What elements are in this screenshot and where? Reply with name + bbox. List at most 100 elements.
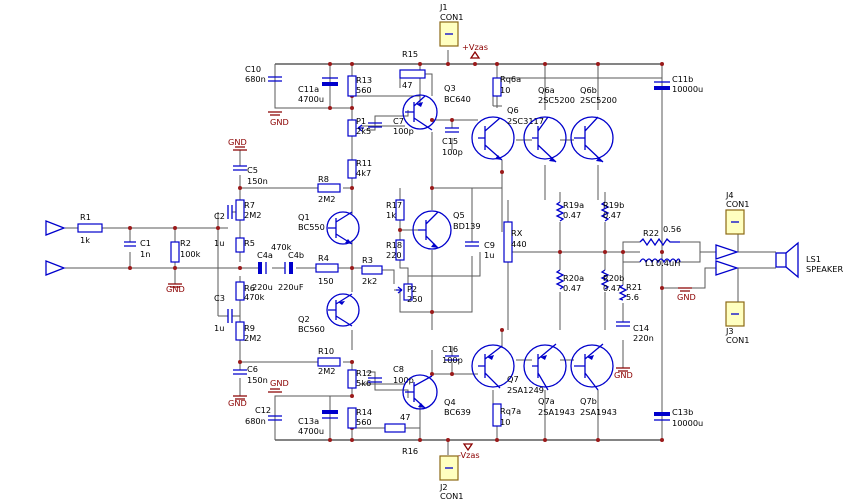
svg-text:BC560: BC560	[298, 324, 325, 334]
svg-text:R21: R21	[626, 282, 642, 292]
svg-text:C1: C1	[140, 238, 151, 248]
ls1-type: SPEAKER	[806, 264, 843, 274]
svg-text:R4: R4	[318, 253, 329, 263]
svg-text:Rq7a: Rq7a	[500, 406, 521, 416]
svg-text:Q7: Q7	[507, 374, 519, 384]
svg-text:47: 47	[402, 80, 412, 90]
svg-text:4700u: 4700u	[298, 94, 324, 104]
svg-text:BC639: BC639	[444, 407, 471, 417]
svg-text:C5: C5	[247, 165, 258, 175]
svg-text:1n: 1n	[140, 249, 150, 259]
svg-text:440: 440	[511, 239, 527, 249]
svg-text:2SC3117: 2SC3117	[507, 116, 544, 126]
svg-text:2M2: 2M2	[318, 194, 335, 204]
svg-text:2SA1943: 2SA1943	[580, 407, 617, 417]
svg-text:R17: R17	[386, 200, 402, 210]
svg-text:BC550: BC550	[298, 222, 325, 232]
wires	[65, 50, 760, 455]
j4-ref: J4	[725, 190, 734, 200]
j3-ref: J3	[725, 326, 734, 336]
svg-text:RX: RX	[511, 228, 523, 238]
svg-text:1u: 1u	[484, 250, 494, 260]
svg-text:2SC5200: 2SC5200	[580, 95, 617, 105]
svg-text:100k: 100k	[180, 249, 201, 259]
svg-text:R16: R16	[402, 446, 418, 456]
svg-text:R18: R18	[386, 240, 402, 250]
svg-text:560: 560	[356, 417, 372, 427]
junctions	[128, 62, 664, 442]
svg-text:R11: R11	[356, 158, 372, 168]
svg-text:2M2: 2M2	[318, 366, 335, 376]
svg-text:Q1: Q1	[298, 212, 310, 222]
svg-text:0.47: 0.47	[603, 210, 621, 220]
svg-text:GND: GND	[270, 378, 289, 388]
svg-text:Q5: Q5	[453, 210, 465, 220]
inductor-l1: L1 0.4uH	[639, 258, 681, 268]
svg-text:Q6: Q6	[507, 105, 519, 115]
svg-text:L1: L1	[645, 258, 655, 268]
rail-negative: -Vzas	[458, 450, 480, 460]
input-arrows	[45, 220, 66, 276]
svg-text:C11a: C11a	[298, 84, 319, 94]
svg-text:C13b: C13b	[672, 407, 693, 417]
svg-text:2k5: 2k5	[356, 126, 371, 136]
svg-text:C4a: C4a	[257, 250, 273, 260]
svg-text:2SC5200: 2SC5200	[538, 95, 575, 105]
svg-text:10: 10	[500, 417, 510, 427]
svg-text:2k2: 2k2	[362, 276, 377, 286]
j1-type: CON1	[440, 12, 464, 22]
svg-text:1u: 1u	[214, 323, 224, 333]
svg-text:220: 220	[386, 250, 402, 260]
svg-text:100p: 100p	[442, 147, 463, 157]
svg-text:0.47: 0.47	[563, 210, 581, 220]
svg-text:R2: R2	[180, 238, 191, 248]
svg-text:R6: R6	[244, 283, 255, 293]
svg-text:R5: R5	[244, 238, 255, 248]
svg-text:C4b: C4b	[288, 250, 304, 260]
svg-text:10000u: 10000u	[672, 84, 703, 94]
svg-text:680n: 680n	[245, 74, 266, 84]
rail-positive: +Vzas	[462, 42, 488, 52]
svg-text:R7: R7	[244, 200, 255, 210]
svg-text:2M2: 2M2	[244, 333, 261, 343]
svg-text:2M2: 2M2	[244, 210, 261, 220]
svg-text:C3: C3	[214, 293, 225, 303]
svg-text:C9: C9	[484, 240, 495, 250]
svg-text:R22: R22	[643, 228, 659, 238]
svg-text:220n: 220n	[633, 333, 654, 343]
j4-type: CON1	[726, 199, 750, 209]
svg-text:470k: 470k	[244, 292, 265, 302]
svg-text:0.47: 0.47	[603, 283, 621, 293]
svg-text:C16: C16	[442, 344, 458, 354]
svg-text:C8: C8	[393, 364, 404, 374]
svg-text:C15: C15	[442, 136, 458, 146]
svg-text:C10: C10	[245, 64, 261, 74]
svg-text:BD139: BD139	[453, 221, 481, 231]
svg-text:R20b: R20b	[603, 273, 624, 283]
svg-text:GND: GND	[614, 370, 633, 380]
svg-text:0.47: 0.47	[563, 283, 581, 293]
svg-text:1u: 1u	[214, 238, 224, 248]
j2-ref: J2	[439, 482, 448, 492]
svg-text:Q7b: Q7b	[580, 396, 597, 406]
svg-text:C14: C14	[633, 323, 649, 333]
svg-text:220u: 220u	[252, 282, 273, 292]
svg-text:R8: R8	[318, 174, 329, 184]
svg-text:C13a: C13a	[298, 416, 319, 426]
speaker-ls1: LS1 SPEAKER	[715, 241, 843, 279]
svg-text:C7: C7	[393, 116, 404, 126]
svg-text:R14: R14	[356, 407, 372, 417]
transistors: Q1 BC550 Q2 BC560 Q3 BC640 Q4 BC639 Q5 B…	[298, 83, 617, 417]
svg-text:250: 250	[407, 294, 423, 304]
svg-text:R12: R12	[356, 368, 372, 378]
svg-text:BC640: BC640	[444, 94, 471, 104]
svg-text:R20a: R20a	[563, 273, 584, 283]
svg-text:10: 10	[500, 85, 510, 95]
svg-text:C12: C12	[255, 405, 271, 415]
svg-text:Q2: Q2	[298, 314, 310, 324]
svg-text:Q6b: Q6b	[580, 85, 597, 95]
svg-text:1k: 1k	[386, 210, 396, 220]
svg-text:0.56: 0.56	[663, 224, 681, 234]
svg-text:0.4uH: 0.4uH	[656, 258, 680, 268]
